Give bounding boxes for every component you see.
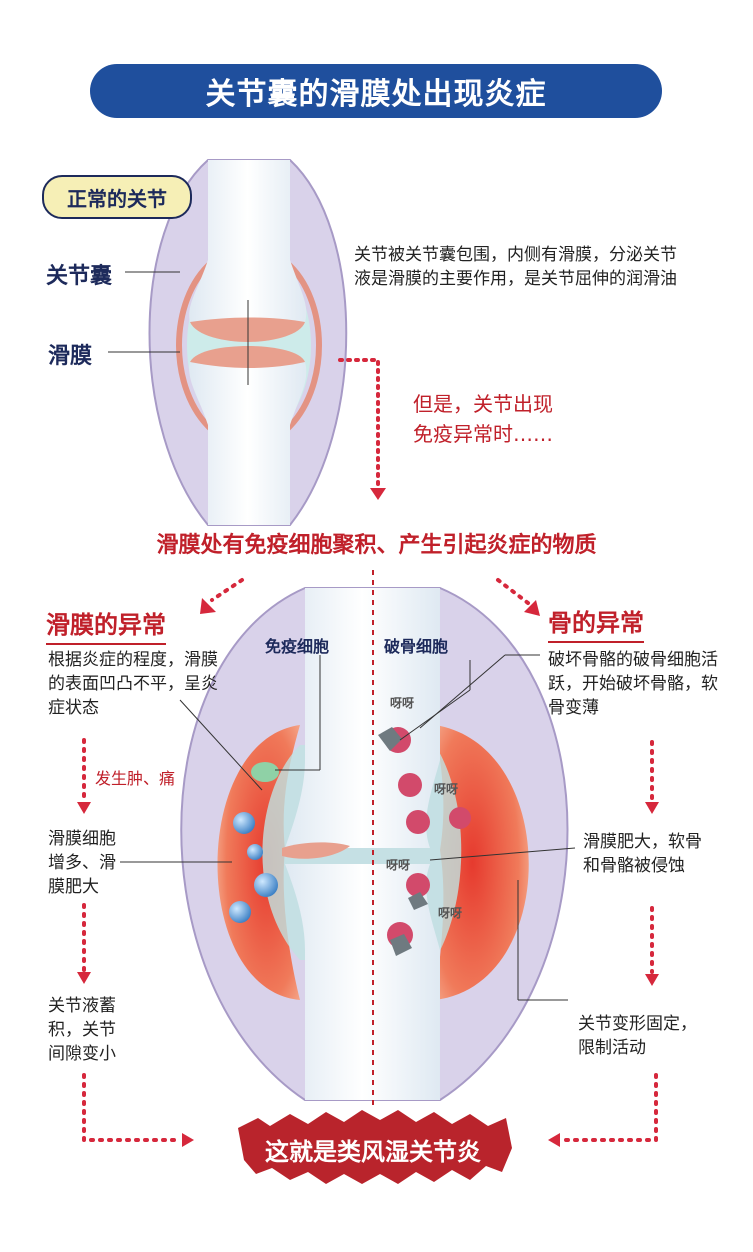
- osteoclast-5: [406, 873, 430, 897]
- ra-cartilage: [282, 842, 350, 859]
- immune-cell-label: 免疫细胞: [265, 637, 330, 656]
- conclusion-text: 这就是类风湿关节炎: [265, 1137, 481, 1166]
- synovium-step-3: 关节液蓄积，关节间隙变小: [48, 996, 116, 1064]
- yaya-4: 呀呀: [438, 906, 463, 920]
- yaya-2: 呀呀: [434, 782, 459, 796]
- normal-synovium-right: [283, 259, 322, 433]
- inflammation-headline: 滑膜处有免疫细胞聚积、产生引起炎症的物质: [156, 533, 597, 558]
- immune-cell-blue-3: [229, 901, 251, 923]
- synovium-step-2: 滑膜细胞增多、滑膜肥大: [48, 829, 116, 897]
- transition-text-1: 但是，关节出现: [413, 392, 553, 416]
- arrow-head-right-heading: [524, 600, 540, 616]
- bone-step-3: 关节变形固定，限制活动: [578, 1014, 697, 1058]
- arrow-head-left-3: [182, 1133, 194, 1147]
- ra-joint-illustration: [180, 570, 569, 1110]
- arrow-head-right-2: [645, 974, 659, 986]
- ra-synovium-right: [435, 725, 529, 1000]
- bone-abnormality-heading: 骨的异常: [548, 603, 644, 643]
- arrow-head-left-1: [77, 802, 91, 814]
- normal-bone-upper: [189, 160, 307, 322]
- arrow-head-right-1: [645, 802, 659, 814]
- synovium-label: 滑膜: [48, 344, 93, 369]
- bone-fragment-3: [408, 892, 428, 910]
- left-arrow-3: [82, 1073, 182, 1142]
- osteoclast-3: [406, 810, 430, 834]
- immune-cell-green: [251, 762, 279, 782]
- bone-fragments: [378, 727, 428, 956]
- yaya-1: 呀呀: [390, 696, 415, 710]
- page-title: 关节囊的滑膜处出现炎症: [90, 64, 662, 118]
- normal-bone-lower: [189, 362, 307, 525]
- osteoclast-4: [449, 807, 471, 829]
- normal-synovium-left: [176, 259, 215, 433]
- normal-joint-tag: 正常的关节: [42, 175, 192, 219]
- bone-step-2: 滑膜肥大，软骨和骨骼被侵蚀: [583, 832, 702, 876]
- arrow-head-left-heading: [200, 598, 216, 614]
- bone-fragment-2: [390, 934, 412, 956]
- synovium-abnormality-heading: 滑膜的异常: [46, 605, 166, 645]
- transition-arrow-head: [370, 488, 386, 500]
- arrow-to-right-heading: [496, 578, 530, 605]
- right-desc-pointer-d: [419, 654, 506, 729]
- left-desc-pointer: [179, 699, 263, 791]
- yaya-3: 呀呀: [386, 858, 411, 872]
- arrow-head-left-2: [77, 972, 91, 984]
- immune-cell-blue-1: [233, 812, 255, 834]
- ra-bone-upper: [285, 588, 440, 848]
- bone-abnormality-description: 破坏骨骼的破骨细胞活跃，开始破坏骨骼，软骨变薄: [548, 650, 718, 718]
- flow-arrows: [82, 578, 658, 1142]
- normal-joint-description: 关节被关节囊包围，内侧有滑膜，分泌关节液是滑膜的主要作用，是关节屈伸的润滑油: [354, 245, 677, 289]
- immune-cell-blue-4: [247, 844, 263, 860]
- normal-joint-illustration: [108, 159, 348, 526]
- flow-arrow-heads: [77, 598, 659, 1147]
- arrow-head-right-3: [548, 1133, 560, 1147]
- conclusion-burst: [238, 1110, 512, 1184]
- osteoclast-label: 破骨细胞: [384, 637, 449, 656]
- transition-arrow: [338, 358, 380, 490]
- right-arrow-3: [560, 1073, 658, 1142]
- immune-cell-blue-2: [254, 873, 278, 897]
- synovium-abnormality-description: 根据炎症的程度，滑膜的表面凹凸不平，呈炎症状态: [48, 650, 218, 718]
- swelling-pain-note: 发生肿、痛: [95, 769, 176, 788]
- right-step2-pointer: [429, 847, 576, 861]
- bone-fragment-1: [378, 727, 402, 751]
- transition-text-2: 免疫异常时……: [413, 422, 553, 446]
- capsule-label: 关节囊: [46, 264, 113, 289]
- osteoclast-2: [398, 773, 422, 797]
- arrow-to-left-heading: [210, 578, 244, 602]
